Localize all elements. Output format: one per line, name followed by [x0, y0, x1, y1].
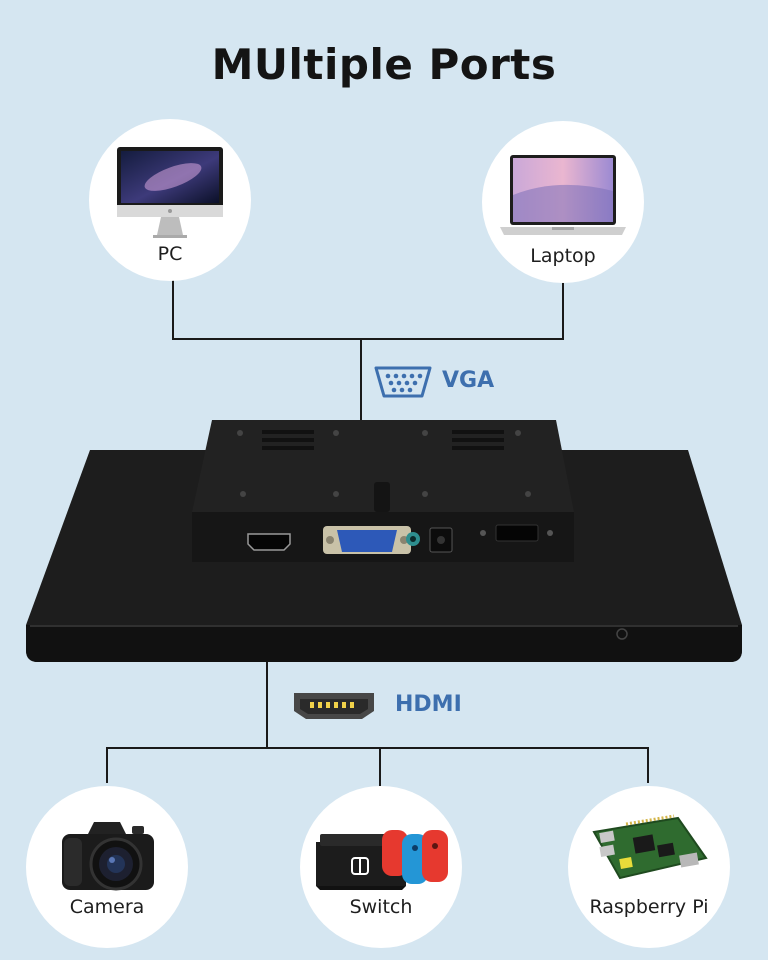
- camera-icon: [62, 822, 154, 891]
- laptop-icon: [500, 155, 626, 235]
- device-label-camera: Camera: [69, 896, 145, 918]
- device-laptop: Laptop: [482, 121, 644, 283]
- device-camera: Camera: [26, 786, 188, 948]
- device-label-raspberry-pi: Raspberry Pi: [589, 896, 709, 918]
- device-raspberry-pi: Raspberry Pi: [568, 786, 730, 948]
- power-button-icon: [616, 628, 628, 640]
- top-connector-line: [172, 280, 564, 340]
- hdmi-label: HDMI: [395, 692, 462, 717]
- vga-label: VGA: [442, 368, 495, 393]
- game-console-icon: [316, 830, 448, 890]
- hdmi-port-icon: [294, 693, 374, 719]
- imac-icon: [117, 147, 223, 238]
- device-label-laptop: Laptop: [530, 245, 596, 267]
- device-label-switch: Switch: [349, 896, 413, 918]
- device-switch: Switch: [300, 786, 462, 948]
- hdmi-port: [247, 533, 291, 551]
- page-title: MUltiple Ports: [211, 40, 557, 89]
- device-label-pc: PC: [157, 243, 183, 265]
- circuit-board-icon: [592, 814, 708, 880]
- bottom-connector-line: [106, 747, 649, 783]
- vga-port-icon: [374, 366, 432, 398]
- device-pc: PC: [89, 119, 251, 281]
